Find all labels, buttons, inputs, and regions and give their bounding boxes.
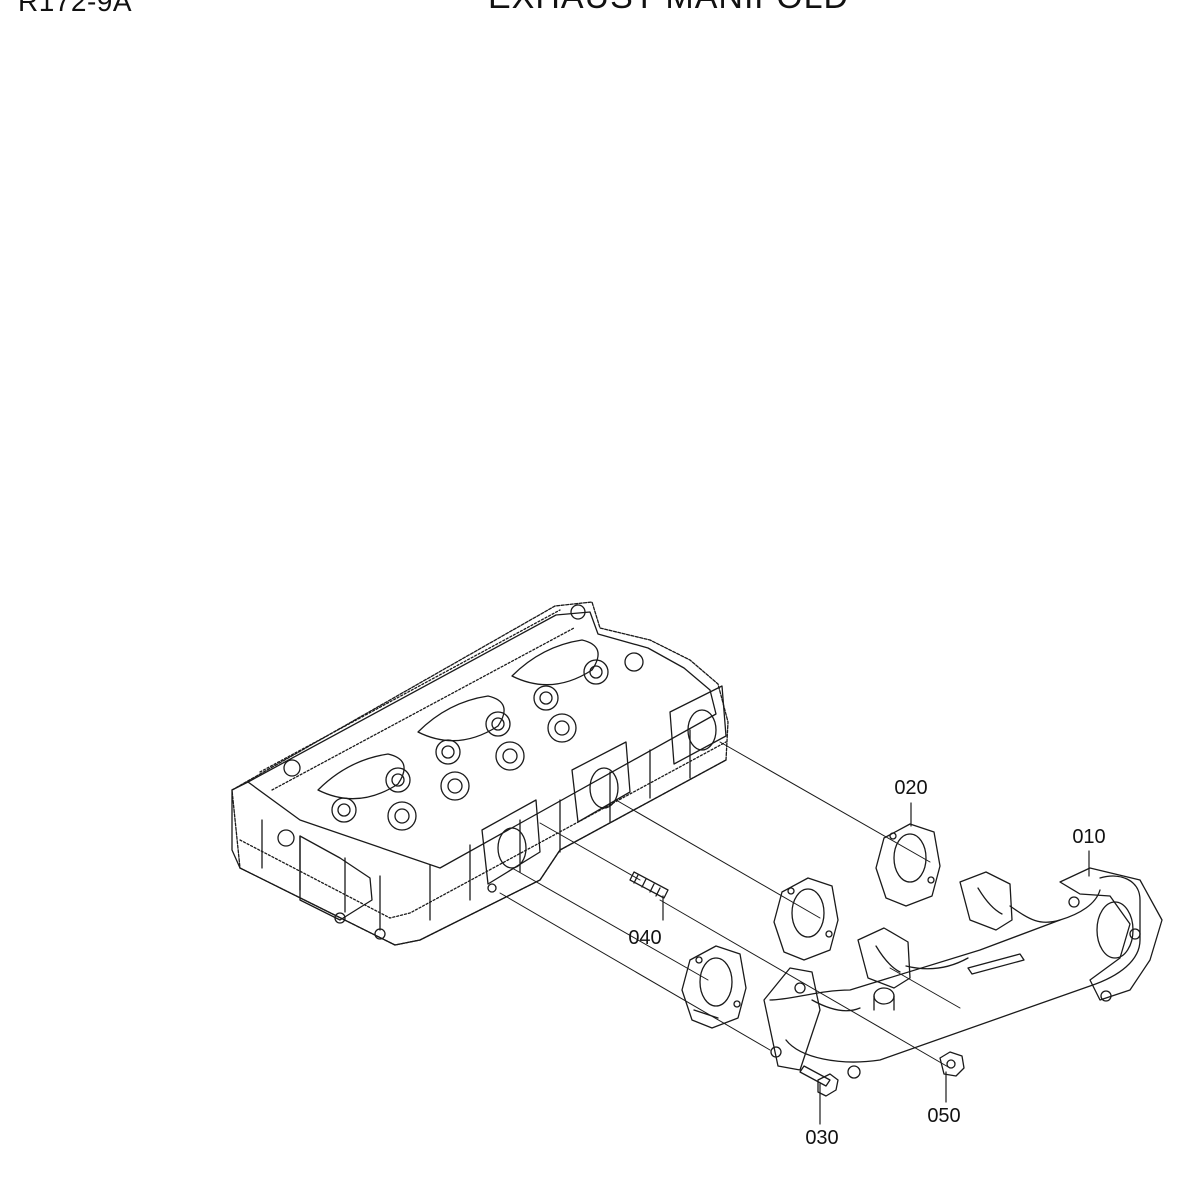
callout-030: 030 — [805, 1127, 838, 1149]
assembly-guide-lines — [499, 741, 961, 1069]
callout-040: 040 — [628, 927, 661, 949]
callout-010: 010 — [1072, 826, 1105, 848]
callout-020: 020 — [894, 777, 927, 799]
nut — [939, 1051, 965, 1077]
sheet-title: EXHAUST MANIFOLD — [488, 0, 849, 17]
callout-leaders — [662, 802, 1090, 1125]
stud — [629, 871, 669, 899]
model-code: R172-9A — [18, 0, 133, 17]
exhaust-manifold — [763, 867, 1163, 1079]
cylinder-head — [231, 601, 729, 946]
bolt — [799, 1065, 839, 1097]
page-header: R172-9A EXHAUST MANIFOLD — [0, 0, 1200, 40]
callout-050: 050 — [927, 1105, 960, 1127]
gasket — [681, 823, 941, 1029]
